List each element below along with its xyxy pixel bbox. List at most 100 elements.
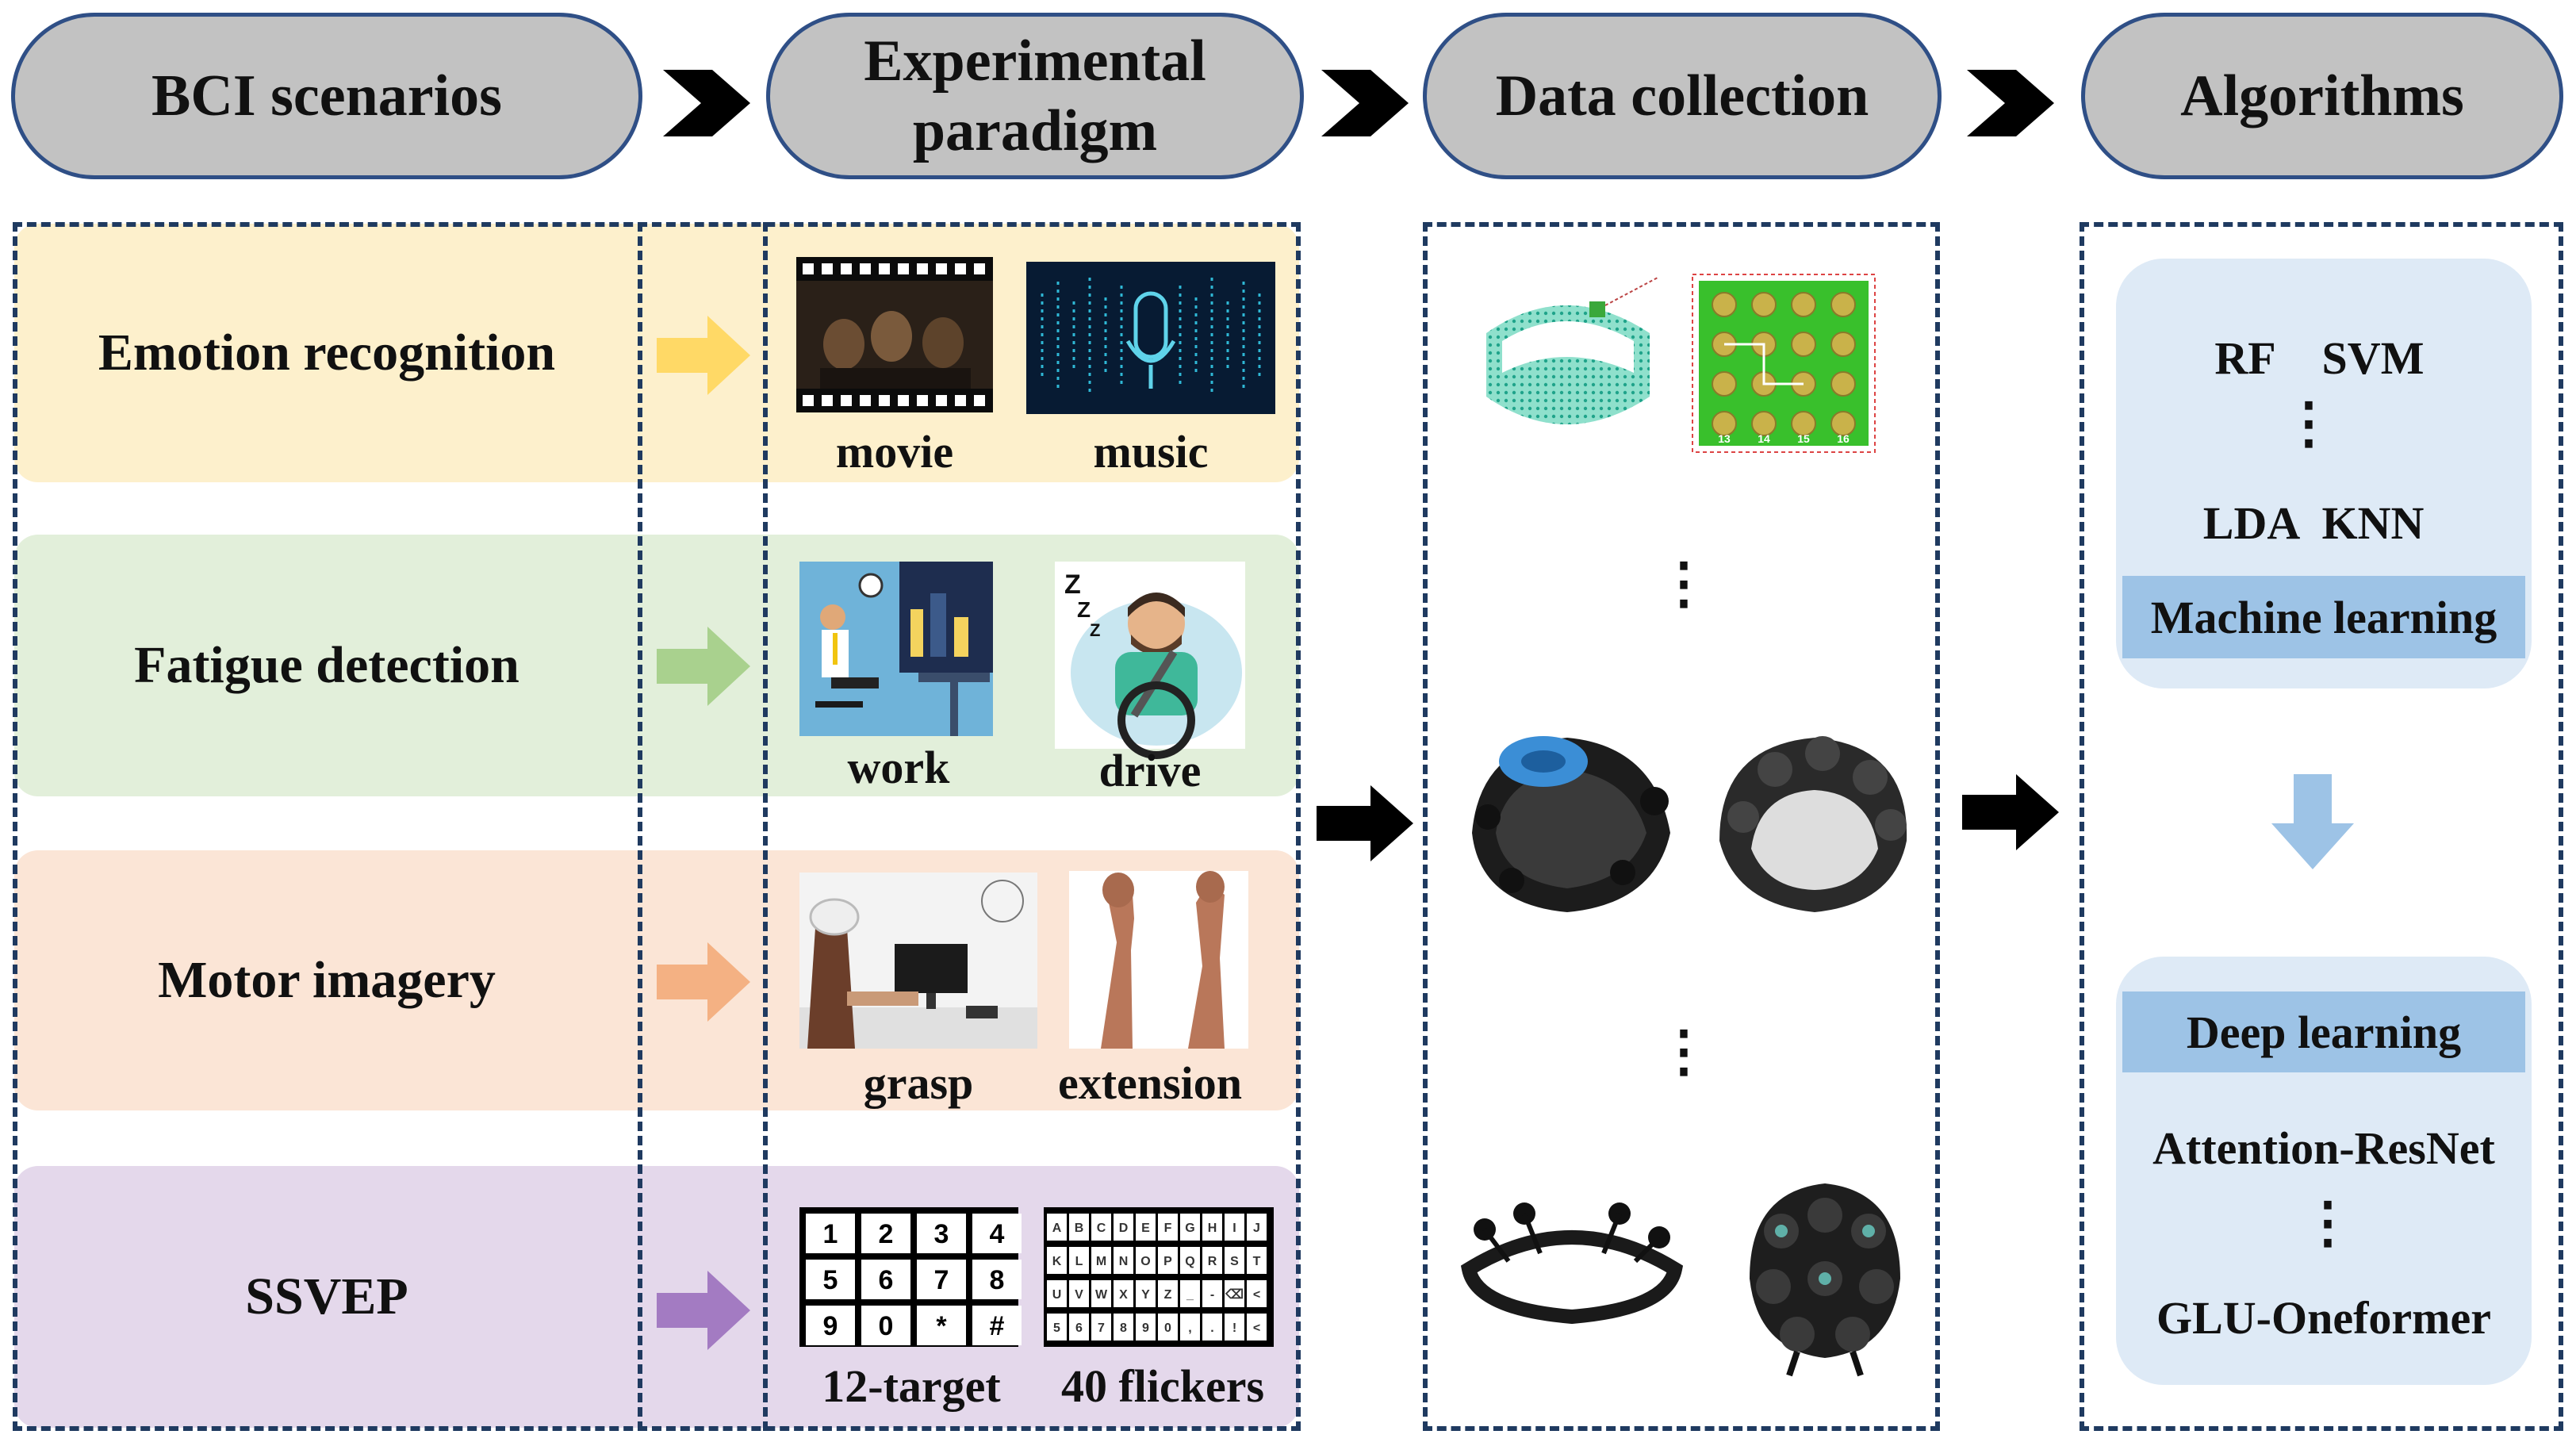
ml-algorithm: LDA: [2202, 497, 2301, 549]
flicker-cell: [1225, 1280, 1244, 1307]
flicker-cell: [1247, 1314, 1267, 1341]
header-label: Data collection: [1495, 63, 1869, 128]
flicker-cell: [1047, 1280, 1067, 1307]
electrode-dot: [1791, 292, 1816, 317]
flicker-cell: [1091, 1314, 1111, 1341]
music-microphone-image: [1026, 262, 1275, 414]
flicker-key: F: [1164, 1222, 1172, 1235]
electrode-dot: [1830, 411, 1856, 436]
flicker-key: X: [1119, 1288, 1128, 1302]
electrode-dot: [1791, 332, 1816, 357]
flicker-key: T: [1253, 1255, 1261, 1268]
flicker-cell: [1114, 1314, 1133, 1341]
keypad-cell: [861, 1260, 910, 1299]
flicker-key: 0: [1164, 1321, 1171, 1335]
electrode-dot: [1712, 411, 1737, 436]
svg-text:Z: Z: [1090, 620, 1100, 640]
flicker-cell: [1225, 1314, 1244, 1341]
header-bci-scenarios: BCI scenarios: [11, 13, 642, 179]
chevron-arrow-icon: [1321, 70, 1409, 136]
deep-learning-label: Deep learning: [2122, 991, 2525, 1072]
flicker-key: 8: [1120, 1321, 1127, 1335]
electrode-number: 16: [1837, 432, 1850, 445]
flicker-cell: [1136, 1314, 1156, 1341]
flicker-cell: [1047, 1314, 1067, 1341]
flicker-key: I: [1232, 1222, 1236, 1235]
flicker-cell: [1136, 1280, 1156, 1307]
paradigm-caption: 40 flickers: [1060, 1360, 1265, 1412]
electrode-dot: [1751, 411, 1777, 436]
keypad-cell: [972, 1260, 1022, 1299]
flicker-key: ⌫: [1225, 1288, 1244, 1302]
flicker-key: .: [1210, 1321, 1213, 1335]
arrow-right-icon: [1317, 785, 1413, 861]
arrow-right-icon: [657, 1271, 750, 1350]
flicker-cell: [1047, 1214, 1067, 1241]
flicker-key: A: [1052, 1222, 1062, 1235]
keypad-key: 0: [879, 1311, 894, 1341]
textile-headband-image: [1486, 277, 1658, 424]
flicker-cell: [1069, 1280, 1089, 1307]
flicker-key: Z: [1164, 1288, 1172, 1302]
keypad-cell: [917, 1214, 966, 1253]
dl-algorithm: GLU-Oneformer: [2156, 1292, 2491, 1344]
dashed-box-data-collection: [1423, 222, 1940, 1431]
keypad-cell: [917, 1306, 966, 1345]
keypad-key: 5: [823, 1265, 838, 1295]
flicker-cell: [1114, 1214, 1133, 1241]
flicker-key: _: [1186, 1288, 1194, 1302]
keypad-cell: [806, 1260, 855, 1299]
keypad-key: 7: [934, 1265, 949, 1295]
flicker-cell: [1091, 1247, 1111, 1274]
flicker-cell: [1158, 1214, 1178, 1241]
ml-algorithm: KNN: [2321, 497, 2425, 549]
flicker-cell: [1247, 1280, 1267, 1307]
keypad-cell: [972, 1306, 1022, 1345]
flicker-cell: [1069, 1214, 1089, 1241]
flicker-key: H: [1208, 1222, 1217, 1235]
flicker-key: L: [1075, 1255, 1083, 1268]
keypad-cell: [917, 1260, 966, 1299]
scenario-label: Emotion recognition: [98, 324, 556, 382]
flicker-cell: [1091, 1214, 1111, 1241]
flicker-cell: [1069, 1314, 1089, 1341]
flicker-cell: [1136, 1247, 1156, 1274]
ml-algorithm: SVM: [2321, 332, 2425, 384]
flicker-key: M: [1096, 1255, 1106, 1268]
eeg-headset-image: [1750, 1183, 1900, 1377]
dashed-box-scenarios: [13, 222, 1301, 1431]
header-algorithms: Algorithms: [2081, 13, 2563, 179]
eeg-headset-image: [1460, 1202, 1684, 1325]
flicker-cell: [1158, 1247, 1178, 1274]
flicker-key: K: [1052, 1255, 1062, 1268]
keypad-cell: [861, 1306, 910, 1345]
header-experimental-paradigm: Experimental paradigm: [766, 13, 1304, 179]
keypad-key: *: [936, 1311, 947, 1341]
keypad-cell: [806, 1214, 855, 1253]
flicker-key: 9: [1142, 1321, 1149, 1335]
electrode-dot: [1751, 292, 1777, 317]
keypad-key: 6: [879, 1265, 894, 1295]
extension-arms-image: [1069, 871, 1248, 1049]
paradigm-caption: drive: [1098, 745, 1202, 796]
arrow-right-icon: [657, 316, 750, 395]
flicker-key: 5: [1053, 1321, 1060, 1335]
keypad-key: 1: [823, 1219, 838, 1249]
header-label: Algorithms: [2180, 63, 2464, 128]
flicker-key: P: [1163, 1255, 1172, 1268]
dashed-divider: [763, 222, 768, 1431]
flicker-key: <: [1253, 1288, 1260, 1302]
drive-driver-image: Z Z Z: [1055, 562, 1245, 759]
flicker-cell: [1202, 1247, 1222, 1274]
flicker-key: B: [1075, 1222, 1084, 1235]
flicker-key: -: [1210, 1288, 1214, 1302]
flicker-cell: [1180, 1280, 1200, 1307]
keypad-cell: [972, 1214, 1022, 1253]
flicker-cell: [1136, 1214, 1156, 1241]
paradigm-caption: movie: [835, 426, 954, 478]
keypad-key: 2: [879, 1219, 894, 1249]
flicker-cell: [1114, 1280, 1133, 1307]
flicker-cell: [1202, 1214, 1222, 1241]
